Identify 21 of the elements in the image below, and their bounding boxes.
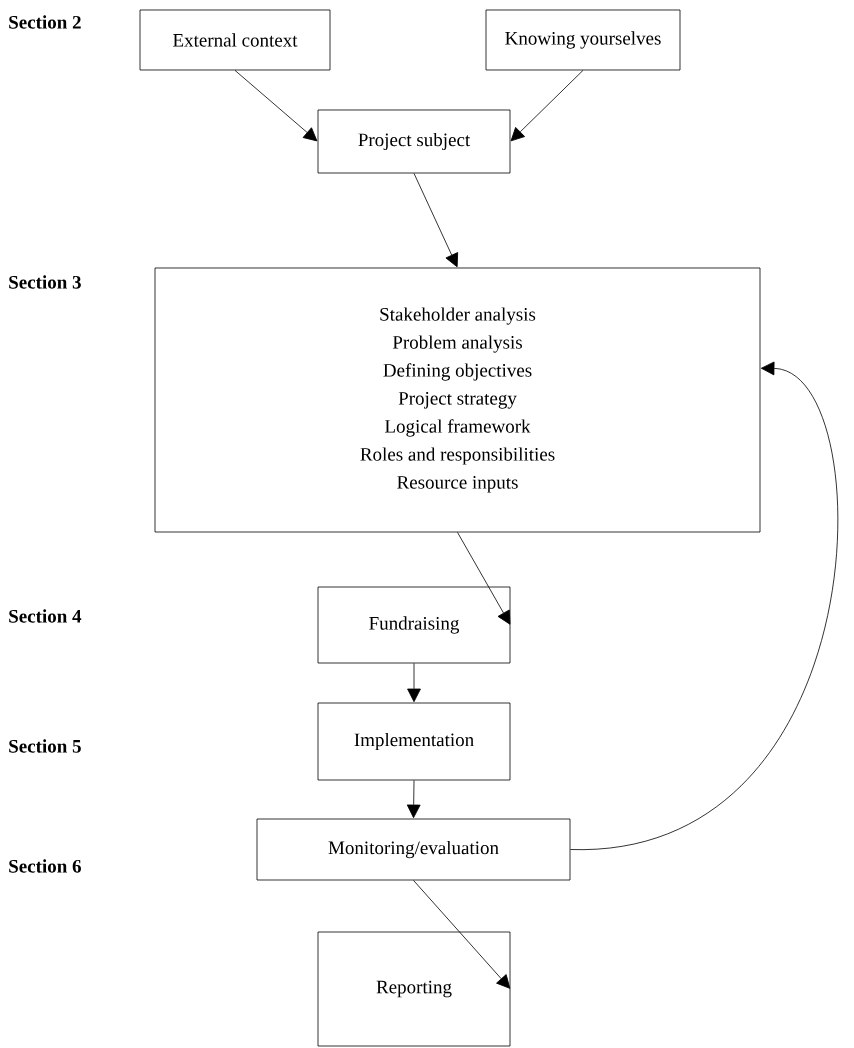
arrow xyxy=(570,361,838,850)
process-box: Reporting xyxy=(317,931,511,1047)
process-box: Implementation xyxy=(317,702,511,781)
process-box: Monitoring/evaluation xyxy=(256,818,571,881)
arrow xyxy=(510,70,584,142)
process-box: External context xyxy=(139,9,331,71)
process-box: Fundraising xyxy=(317,586,511,664)
arrow xyxy=(406,780,421,819)
section-label: Section 2 xyxy=(9,15,81,29)
arrow xyxy=(413,173,459,268)
section-label: Section 3 xyxy=(9,275,81,289)
arrow xyxy=(413,880,511,989)
arrow xyxy=(234,70,318,142)
arrow xyxy=(407,663,421,703)
section-label: Section 5 xyxy=(9,739,81,753)
section-label: Section 6 xyxy=(9,859,81,873)
section-label: Section 4 xyxy=(9,609,82,623)
process-box: Knowing yourselves xyxy=(485,9,681,71)
process-box: Stakeholder analysis Problem analysis Defining objectives Project strategy Logical framework Roles and responsibilities Resource inputs xyxy=(154,267,761,533)
process-box: Project subject xyxy=(317,109,511,174)
arrow xyxy=(457,532,511,625)
